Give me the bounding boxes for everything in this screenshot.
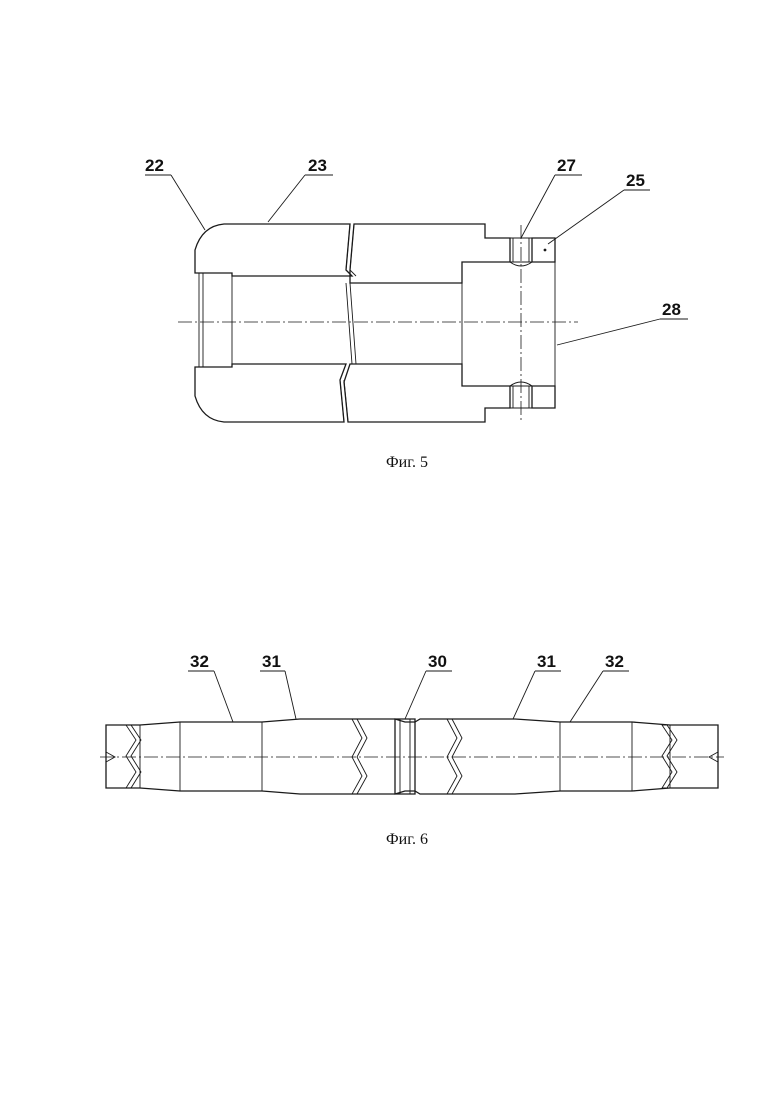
fig6-label-31-right: 31 [513, 652, 561, 719]
fig6-caption: Фиг. 6 [386, 831, 428, 848]
fig6-label-32-left: 32 [188, 652, 233, 722]
svg-text:32: 32 [190, 652, 209, 671]
fig5-bore [199, 273, 232, 367]
fig5-label-28: 28 [557, 300, 688, 345]
svg-text:30: 30 [428, 652, 447, 671]
fig6-pin-lines [400, 719, 410, 794]
fig5-bottom-collar [532, 386, 555, 408]
figure-6: 32 31 30 31 32 Фиг. 6 [100, 652, 724, 848]
fig5-bottom-wall-left [195, 364, 346, 422]
fig6-center-pin [395, 719, 415, 794]
fig6-break-right-1 [447, 719, 462, 794]
svg-text:31: 31 [537, 652, 556, 671]
fig6-break-right-2 [662, 725, 677, 788]
svg-text:28: 28 [662, 300, 681, 319]
fig6-shoulders [140, 722, 670, 791]
svg-text:22: 22 [145, 156, 164, 175]
fig5-socket [462, 262, 555, 386]
fig6-label-32-right: 32 [570, 652, 629, 722]
svg-text:32: 32 [605, 652, 624, 671]
fig5-label-23: 23 [268, 156, 333, 222]
fig5-top-wall-right [350, 224, 510, 283]
fig5-caption: Фиг. 5 [386, 454, 428, 471]
figure-5: 22 23 27 25 28 Фиг. 5 [145, 156, 688, 471]
svg-text:31: 31 [262, 652, 281, 671]
fig5-top-wall-left [195, 224, 352, 276]
fig5-detail-dot [544, 249, 547, 252]
fig5-label-22: 22 [145, 156, 205, 230]
svg-text:27: 27 [557, 156, 576, 175]
fig6-label-30: 30 [405, 652, 452, 719]
fig6-shaft-body [106, 719, 718, 794]
fig5-label-25: 25 [548, 171, 650, 244]
svg-text:23: 23 [308, 156, 327, 175]
svg-text:25: 25 [626, 171, 645, 190]
fig5-label-27: 27 [521, 156, 582, 238]
fig5-bottom-wall-right [344, 364, 510, 422]
fig6-break-left-2 [352, 719, 367, 794]
fig6-label-31-left: 31 [260, 652, 296, 719]
fig6-break-left-1 [126, 725, 141, 788]
